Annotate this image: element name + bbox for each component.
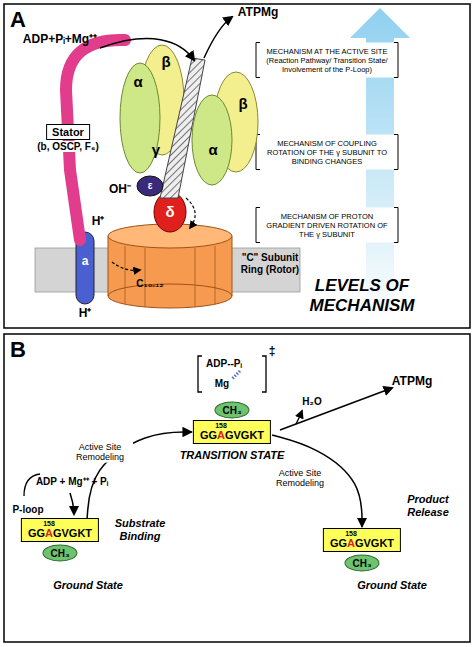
level-text: MECHANISM OF PROTON GRADIENT DRIVEN ROTA…	[262, 212, 392, 239]
product-label: ATPMg	[238, 6, 278, 20]
bracket	[256, 208, 260, 243]
group-text: CH₃	[50, 548, 69, 559]
transition-mark: ‡	[269, 345, 276, 359]
residue-group: A158	[45, 527, 53, 539]
subunit-label: a	[82, 255, 89, 269]
sequence-text: GG	[200, 429, 217, 441]
rotation-arrow	[112, 262, 140, 270]
methyl-ellipse: CH₃	[214, 402, 249, 419]
bracket-ground	[256, 208, 398, 243]
transition-label: Mg	[215, 378, 229, 390]
product-arrow	[204, 17, 232, 58]
levels-title: LEVELS OF MECHANISM	[300, 276, 425, 317]
epsilon-subunit	[137, 176, 163, 196]
alpha-subunit	[192, 95, 232, 185]
bracket	[394, 43, 398, 78]
step-label: Product Release	[398, 493, 458, 518]
subunit-label: α	[208, 141, 217, 158]
subunit-label: γ	[152, 141, 160, 158]
p-loop-box: GGA158GVGKT	[193, 420, 271, 444]
panel-frame	[4, 4, 470, 328]
ion-label: H⁺	[92, 215, 105, 229]
residue-number: 158	[43, 520, 55, 527]
sequence-text: GG	[28, 527, 45, 539]
bracket	[262, 356, 266, 392]
group-text: CH₃	[352, 558, 371, 569]
p-loop-box: GGA158GVGKT	[21, 518, 99, 542]
ion-label: OH⁻	[109, 183, 131, 197]
residue-letter: A	[45, 527, 53, 539]
residue-letter: A	[217, 429, 225, 441]
sequence-text: GG	[330, 537, 347, 549]
subunit-label: α	[133, 73, 142, 90]
panel-letter: A	[10, 7, 26, 32]
bracket-ground	[256, 135, 398, 170]
c-ring	[108, 224, 232, 308]
ring-count: C₁₀₋₁₂	[136, 278, 163, 290]
box-subtitle: (b, OSCP, F₆)	[35, 141, 101, 152]
part-label: P-loop	[12, 504, 43, 516]
connector-label: Active Site Remodeling	[67, 442, 133, 463]
bracket	[256, 43, 260, 78]
p-loop-box: GGA158GVGKT	[323, 528, 401, 552]
methyl-ellipse: CH₃	[42, 545, 77, 562]
ion-label: H⁺	[79, 307, 92, 321]
sequence-text: GVGKT	[225, 429, 264, 441]
residue-group: A158	[217, 429, 225, 441]
subunit-label: ε	[148, 180, 153, 192]
sequence-text: GVGKT	[355, 537, 394, 549]
bracket-ground	[256, 43, 398, 78]
panel-frame	[4, 334, 470, 642]
stator-box: Stator(b, OSCP, F₆)	[46, 124, 90, 140]
residue-letter: A	[347, 537, 355, 549]
substrate-label: ADP+Pᵢ+Mg⁺⁺	[23, 33, 97, 47]
sequence-text: GVGKT	[53, 527, 92, 539]
bracket	[394, 135, 398, 170]
level-text: MECHANISM OF COUPLING ROTATION OF THE γ …	[262, 139, 392, 166]
alpha-subunit	[120, 63, 160, 173]
group-text: CH₃	[222, 405, 241, 416]
product-label: ATPMg	[392, 375, 432, 389]
residue-group: A158	[347, 537, 355, 549]
substrate-label: ADP + Mg⁺⁺ + Pᵢ	[36, 476, 108, 488]
ring-label: "C" Subunit Ring (Rotor)	[233, 252, 308, 275]
bracket	[394, 208, 398, 243]
subunit-label: δ	[165, 203, 174, 220]
bracket	[198, 356, 202, 392]
product-label: H₂O	[302, 396, 321, 408]
binding-arrow	[70, 493, 74, 514]
residue-number: 158	[345, 530, 357, 537]
water-arrow	[296, 411, 302, 424]
subunit-label: β	[161, 53, 170, 70]
product-arrow	[280, 388, 392, 430]
state-label: Ground State	[53, 579, 123, 592]
bond-line	[232, 371, 240, 379]
subunit-label: β	[238, 95, 247, 112]
residue-number: 158	[215, 422, 227, 429]
box-title: Stator	[52, 126, 84, 138]
panel-letter: B	[10, 337, 26, 362]
connector-label: Active Site Remodeling	[267, 468, 333, 489]
state-label: Ground State	[357, 579, 427, 592]
level-text: MECHANISM AT THE ACTIVE SITE (Reaction P…	[262, 47, 392, 74]
transition-label: ADP--Pᵢ	[206, 358, 242, 370]
step-label: Substrate Binding	[110, 517, 170, 542]
methyl-ellipse: CH₃	[344, 555, 379, 572]
substrate-arrow	[100, 39, 194, 60]
rotation-arrow	[186, 198, 195, 228]
state-label: TRANSITION STATE	[180, 449, 285, 462]
